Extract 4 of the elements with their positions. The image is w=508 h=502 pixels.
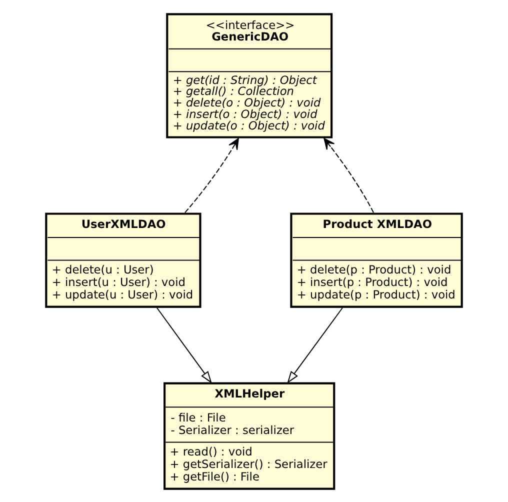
arrow — [184, 138, 239, 212]
arrow — [324, 138, 374, 212]
arrow — [287, 307, 343, 383]
arrow — [156, 307, 212, 383]
